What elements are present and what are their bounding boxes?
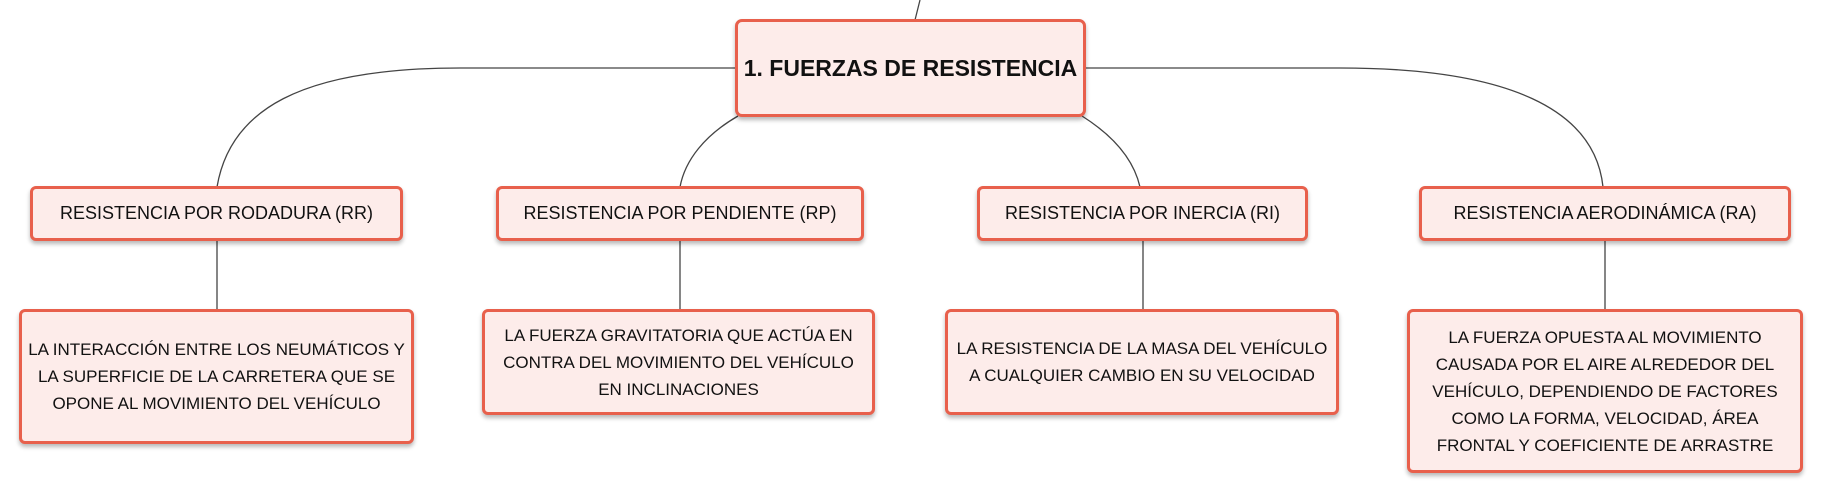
branch-node-rodadura[interactable]: RESISTENCIA POR RODADURA (RR)	[30, 186, 403, 241]
detail-node-pendiente[interactable]: LA FUERZA GRAVITATORIA QUE ACTÚA EN CONT…	[482, 309, 875, 415]
detail-text: LA FUERZA GRAVITATORIA QUE ACTÚA EN CONT…	[503, 325, 854, 399]
branch-node-pendiente[interactable]: RESISTENCIA POR PENDIENTE (RP)	[496, 186, 864, 241]
branch-label: RESISTENCIA POR INERCIA (RI)	[1004, 203, 1281, 223]
root-node[interactable]: 1. FUERZAS DE RESISTENCIA	[735, 19, 1086, 117]
detail-text: LA INTERACCIÓN ENTRE LOS NEUMÁTICOS Y LA…	[28, 340, 405, 413]
connector-root-ra	[1085, 67, 1604, 188]
branch-node-inercia[interactable]: RESISTENCIA POR INERCIA (RI)	[977, 186, 1308, 241]
root-label: 1. FUERZAS DE RESISTENCIA	[743, 54, 1078, 81]
connector-root-rp	[679, 115, 739, 188]
parent-connector	[914, 0, 921, 21]
connector-root-ri	[1081, 115, 1141, 188]
branch-label: RESISTENCIA POR RODADURA (RR)	[59, 203, 374, 223]
branch-label: RESISTENCIA POR PENDIENTE (RP)	[523, 203, 837, 223]
branch-node-aerodinamica[interactable]: RESISTENCIA AERODINÁMICA (RA)	[1419, 186, 1791, 241]
detail-node-inercia[interactable]: LA RESISTENCIA DE LA MASA DEL VEHÍCULO A…	[945, 309, 1339, 415]
detail-text: LA FUERZA OPUESTA AL MOVIMIENTO CAUSADA …	[1432, 327, 1778, 455]
branch-label: RESISTENCIA AERODINÁMICA (RA)	[1453, 203, 1757, 223]
detail-text: LA RESISTENCIA DE LA MASA DEL VEHÍCULO A…	[956, 339, 1328, 385]
connector-root-rr	[216, 67, 735, 188]
detail-node-rodadura[interactable]: LA INTERACCIÓN ENTRE LOS NEUMÁTICOS Y LA…	[19, 309, 414, 444]
detail-node-aerodinamica[interactable]: LA FUERZA OPUESTA AL MOVIMIENTO CAUSADA …	[1407, 309, 1803, 473]
